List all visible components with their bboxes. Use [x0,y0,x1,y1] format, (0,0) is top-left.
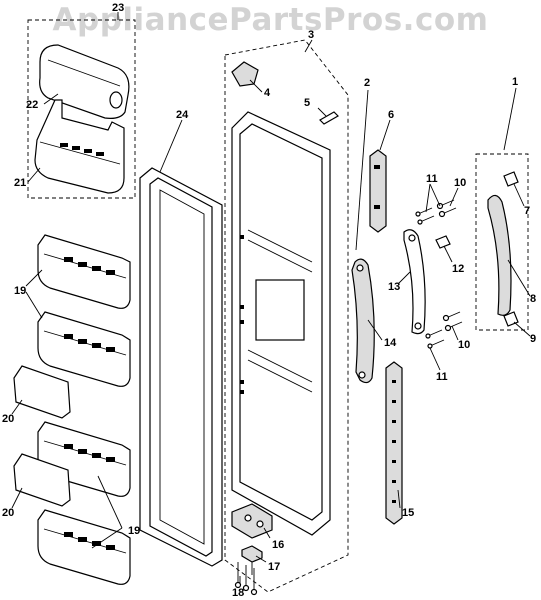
label-16: 16 [272,539,284,551]
part-16-bottom-hinge[interactable] [231,503,273,539]
part-12-clip[interactable] [435,235,451,249]
label-12: 12 [452,263,464,275]
label-24: 24 [176,109,189,121]
part-13-handle-bracket[interactable] [403,229,426,335]
part-10-screws-a[interactable] [436,199,457,218]
label-2: 2 [364,77,370,89]
part-17-screws[interactable] [241,545,263,575]
part-5-pin[interactable] [319,111,339,125]
label-13: 13 [388,281,400,293]
label-11-lower: 11 [436,371,448,383]
label-22: 22 [26,99,38,111]
bin-21-vents [60,143,104,156]
part-7-end-cap-top[interactable] [503,171,519,187]
label-7: 7 [524,205,530,217]
label-9: 9 [530,333,536,345]
part-19-bin-b[interactable] [37,311,131,387]
part-8-outer-handle[interactable] [487,194,512,316]
assembly-1-box [475,153,529,331]
part-11-screws-b[interactable] [425,329,445,349]
label-20-upper: 20 [2,413,14,425]
label-1: 1 [512,76,518,88]
part-20-bin-guard-b[interactable] [13,453,71,507]
part-21-upper-bin[interactable] [34,99,125,194]
part-3-door[interactable] [231,111,331,536]
part-11-screws-a[interactable] [415,207,435,225]
label-19-lower: 19 [128,525,140,537]
part-18-screws[interactable] [234,562,258,596]
part-20-bin-guard-a[interactable] [13,365,71,419]
assembly-3-box [224,39,349,593]
label-10-upper: 10 [454,177,466,189]
part-10-screws-b[interactable] [442,311,463,332]
label-20-lower: 20 [2,507,14,519]
part-14-handle[interactable] [351,258,375,384]
label-15: 15 [402,507,414,519]
label-21: 21 [14,177,26,189]
label-14: 14 [384,337,397,349]
part-4-hinge-cap[interactable] [231,61,259,87]
part-24-door-gasket[interactable] [139,167,223,567]
label-19-upper: 19 [14,285,26,297]
label-23: 23 [112,2,124,14]
part-15-handle-base[interactable] [385,361,403,525]
leader-lines [11,12,531,584]
part-19-bin-d[interactable] [37,509,131,585]
label-18: 18 [232,587,244,599]
label-10-lower: 10 [458,339,470,351]
label-6: 6 [388,109,394,121]
label-3: 3 [308,29,314,41]
label-8: 8 [530,293,536,305]
assembly-23-box [27,19,136,199]
label-11-upper: 11 [426,173,438,185]
part-19-bin-a[interactable] [37,234,131,309]
label-4: 4 [264,87,271,99]
part-6-handle-cap[interactable] [369,149,387,233]
label-17: 17 [268,561,280,573]
label-5: 5 [304,97,310,109]
